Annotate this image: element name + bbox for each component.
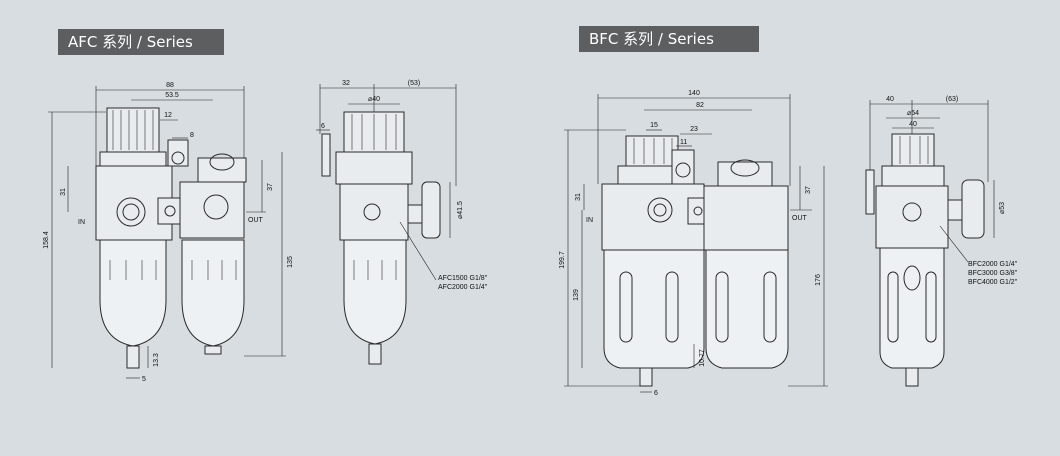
bfc-side-knob (891, 133, 935, 167)
bfc-pressure-gauge (961, 179, 985, 239)
afc-dim-8: 8 (190, 132, 194, 139)
bfc-port-size-1: BFC2000 G1/4" (968, 261, 1018, 268)
bfc-dim-15: 15 (650, 122, 658, 129)
bfc-dim-11: 11 (680, 139, 687, 146)
afc-dim-31: 31 (60, 188, 67, 196)
afc-regulator-knob (106, 107, 160, 153)
bfc-dim-6: 6 (654, 390, 658, 397)
bfc-lubricator-bowl (705, 249, 789, 369)
bfc-dim-23: 23 (690, 126, 698, 133)
afc-out-label: OUT (248, 217, 264, 224)
bfc-port-size-3: BFC4000 G1/2" (968, 279, 1018, 286)
bfc-side-view: 40 (63) ⌀54 40 ⌀53 BFC2000 G1/4" BFC3000… (865, 96, 1018, 387)
afc-pressure-gauge (421, 181, 441, 239)
bfc-side-bowl (879, 247, 945, 369)
bfc-out-label: OUT (792, 215, 808, 222)
afc-side-bowl (343, 239, 407, 345)
afc-dim-135: 135 (287, 256, 294, 268)
bfc-dim-140: 140 (688, 90, 700, 97)
afc-in-label: IN (78, 219, 85, 226)
afc-inlet-port (116, 197, 146, 227)
afc-port-size-2: AFC2000 G1/4" (438, 284, 488, 291)
afc-dim-88: 88 (166, 82, 174, 89)
bfc-dim-199-7: 199.7 (559, 251, 566, 269)
afc-dim-53-5: 53.5 (165, 92, 179, 99)
bfc-in-label: IN (586, 217, 593, 224)
afc-front-view: 88 53.5 12 8 31 158.4 IN 37 OUT 135 13.3… (43, 82, 294, 383)
bfc-lubricator-body (703, 185, 789, 251)
afc-side-dim-40: ⌀40 (368, 96, 380, 103)
bfc-side-dim-54: ⌀54 (907, 110, 919, 117)
bfc-dim-176: 176 (815, 274, 822, 286)
afc-filter-bowl (99, 239, 167, 347)
bfc-dim-82: 82 (696, 102, 704, 109)
bfc-series-title: BFC 系列 / Series (579, 26, 759, 52)
bfc-dim-31: 31 (575, 193, 582, 201)
afc-side-view: 32 (53) ⌀40 6 ⌀41.5 AFC1500 G1/8" AFC200… (316, 80, 488, 365)
afc-lubricator-bowl (181, 239, 245, 347)
afc-dim-37: 37 (267, 183, 274, 191)
bfc-regulator-knob (625, 135, 679, 167)
bfc-side-dim-53: ⌀53 (999, 202, 1006, 214)
bfc-filter-bowl (603, 249, 705, 369)
afc-dim-13-3: 13.3 (153, 353, 160, 367)
afc-side-dim-6: 6 (321, 123, 325, 130)
afc-side-dim-41-5: ⌀41.5 (457, 201, 464, 219)
bfc-side-body (875, 185, 949, 249)
bfc-side-dim-40: 40 (886, 96, 894, 103)
bfc-dim-10-77: 10.77 (699, 349, 706, 367)
bfc-front-view: 140 82 15 23 11 31 199.7 139 IN 37 OUT 1… (559, 90, 828, 397)
bfc-dim-139: 139 (573, 289, 580, 301)
bfc-port-size-2: BFC3000 G3/8" (968, 270, 1018, 277)
bfc-inlet-port (647, 197, 673, 223)
afc-side-dim-53: (53) (408, 80, 420, 87)
bfc-side-dim-63: (63) (946, 96, 958, 103)
afc-dim-158-4: 158.4 (43, 231, 50, 249)
bfc-dim-37: 37 (805, 186, 812, 194)
afc-side-body (339, 183, 409, 241)
afc-port-size-1: AFC1500 G1/8" (438, 275, 488, 282)
afc-series-title: AFC 系列 / Series (58, 29, 224, 55)
afc-dim-12: 12 (164, 112, 172, 119)
afc-dim-5: 5 (142, 376, 146, 383)
bfc-side-dim-40b: 40 (909, 121, 917, 128)
afc-lubricator-body (179, 181, 245, 239)
afc-side-dim-32: 32 (342, 80, 350, 87)
